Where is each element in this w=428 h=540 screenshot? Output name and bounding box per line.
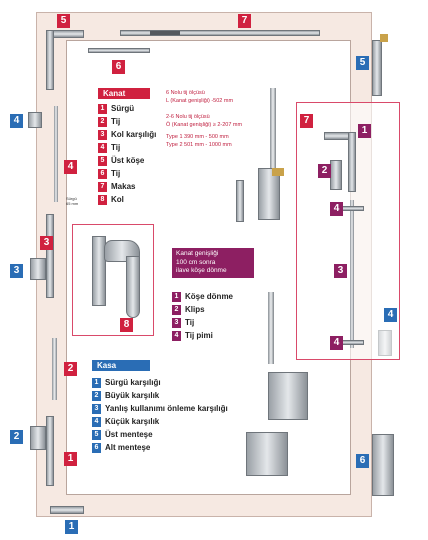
badge-corner-4-bottom: 4 <box>330 336 343 350</box>
tij-4-part <box>54 106 58 202</box>
corner-tij-part <box>350 200 354 348</box>
corner-item: 1Köşe dönme <box>172 290 233 303</box>
kasa-item: 6Alt menteşe <box>92 441 228 454</box>
tij6-title: 6 Nolu tij ölçüsü <box>166 90 205 97</box>
kasa-item: 5Üst menteşe <box>92 428 228 441</box>
clip-part <box>330 160 342 190</box>
info-line-1: Kanat genişliği <box>176 250 250 259</box>
badge-kanat-7-callout: 7 <box>300 114 313 128</box>
info-line-2: 100 cm sonra <box>176 259 250 268</box>
info-line-3: ilave köşe dönme <box>176 267 250 276</box>
top-hinge-cap <box>380 34 388 42</box>
big-keeper-part <box>30 426 46 450</box>
badge-corner-1: 1 <box>358 124 371 138</box>
kanat-legend: 1Sürgü 2Tij 3Kol karşılığı 4Tij 5Üst köş… <box>98 102 156 206</box>
top-hinge-part <box>372 40 382 96</box>
badge-kasa-4-right: 4 <box>384 308 397 322</box>
badge-kasa-2: 2 <box>10 430 23 444</box>
badge-kasa-3: 3 <box>10 264 23 278</box>
bottom-hinge-assembly-part <box>246 432 288 476</box>
scissor-knob-part <box>272 168 284 176</box>
badge-kasa-6: 6 <box>356 454 369 468</box>
badge-kanat-8: 8 <box>120 318 133 332</box>
kanat-item: 2Tij <box>98 115 156 128</box>
bolt-keeper-part <box>50 506 84 514</box>
scissor-arm-detail <box>150 31 180 35</box>
badge-kanat-1: 1 <box>64 452 77 466</box>
kanat-item: 6Tij <box>98 167 156 180</box>
badge-kanat-2: 2 <box>64 362 77 376</box>
kanat-legend-title: Kanat <box>98 88 150 99</box>
badge-kanat-7: 7 <box>238 14 251 28</box>
kanat-item: 4Tij <box>98 141 156 154</box>
tij26-title: 2-6 Nolu tij ölçüsü <box>166 114 210 121</box>
kasa-legend-title: Kasa <box>92 360 150 371</box>
corner-item: 4Tij pimi <box>172 329 233 342</box>
handle-keeper-part <box>46 214 54 298</box>
type1-range: Type 1 390 mm - 500 mm <box>166 134 229 141</box>
badge-kanat-3: 3 <box>40 236 53 250</box>
type2-range: Type 2 501 mm - 1000 mm <box>166 142 232 149</box>
corner-info-box: Kanat genişliği 100 cm sonra ilave köşe … <box>172 248 254 278</box>
badge-kanat-4: 4 <box>64 160 77 174</box>
tij6-formula: L (Kanat genişliği) -502 mm <box>166 98 233 105</box>
long-pin-part <box>268 292 274 364</box>
kasa-item: 4Küçük karşılık <box>92 415 228 428</box>
kanat-item: 8Kol <box>98 193 156 206</box>
corner-drive-bend-part <box>348 132 356 192</box>
badge-corner-3: 3 <box>334 264 347 278</box>
kanat-item: 1Sürgü <box>98 102 156 115</box>
tij-pin-bottom-part <box>342 340 364 345</box>
badge-kasa-1: 1 <box>65 520 78 534</box>
kanat-item: 3Kol karşılığı <box>98 128 156 141</box>
corner-item: 3Tij <box>172 316 233 329</box>
badge-kanat-6: 6 <box>112 60 125 74</box>
bolt-part <box>46 416 54 486</box>
lower-hinge-assembly-part <box>268 372 308 420</box>
small-keeper-part <box>28 112 42 128</box>
scissor-bracket-part <box>236 180 244 222</box>
corner-legend: 1Köşe dönme 2Klips 3Tij 4Tij pimi <box>172 290 233 342</box>
misuse-keeper-part <box>30 258 46 280</box>
badge-corner-4-top: 4 <box>330 202 343 216</box>
kasa-item: 3Yanlış kullanımı önleme karşılığı <box>92 402 228 415</box>
kasa-legend: 1Sürgü karşılığı 2Büyük karşılık 3Yanlış… <box>92 376 228 454</box>
side-small-note: Sürgü 65 mm <box>66 196 78 206</box>
tij-pin-top-part <box>342 206 364 211</box>
kasa-item: 2Büyük karşılık <box>92 389 228 402</box>
bottom-hinge-part <box>372 434 394 496</box>
scissor-rod-part <box>270 88 276 180</box>
kanat-item: 5Üst köşe <box>98 154 156 167</box>
top-corner-part-vertical <box>46 30 54 90</box>
kanat-item: 7Makas <box>98 180 156 193</box>
tij-6-part <box>88 48 150 53</box>
badge-kanat-5: 5 <box>57 14 70 28</box>
badge-kasa-5: 5 <box>356 56 369 70</box>
badge-corner-2: 2 <box>318 164 331 178</box>
corner-item: 2Klips <box>172 303 233 316</box>
kasa-item: 1Sürgü karşılığı <box>92 376 228 389</box>
tij-2-part <box>52 338 57 400</box>
handle-lever-part <box>126 256 140 318</box>
tij26-formula: Ö (Kanat genişliği) ≥ 2-207 mm <box>166 122 242 129</box>
badge-kasa-4: 4 <box>10 114 23 128</box>
